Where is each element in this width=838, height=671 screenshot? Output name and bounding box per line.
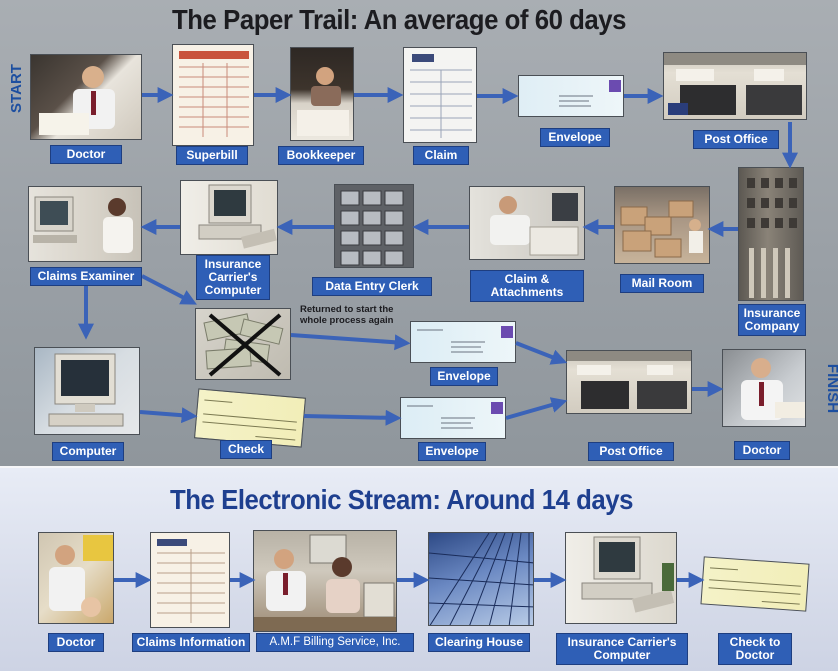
insurance-company-photo [738,167,804,301]
label-superbill: Superbill [176,146,248,165]
finish-label: FINISH [824,363,838,414]
label-computer: Computer [52,442,124,461]
label-e-doctor: Doctor [48,633,104,652]
label-doctor-finish: Doctor [734,441,790,460]
start-label: START [7,64,25,113]
envelope-photo-2 [410,321,516,363]
paper-trail-title: The Paper Trail: An average of 60 days [172,4,627,35]
label-data-entry-clerk: Data Entry Clerk [312,277,432,296]
label-claims-examiner: Claims Examiner [30,267,142,286]
label-post-office-1: Post Office [693,130,779,149]
doctor-photo [30,54,142,140]
label-mail-room: Mail Room [620,274,704,293]
label-carrier-computer: Insurance Carrier's Computer [196,255,270,300]
carrier-computer-photo [180,180,278,255]
label-e-clearing-house: Clearing House [428,633,530,652]
label-claim-attachments: Claim & Attachments [470,270,584,302]
claims-examiner-photo [28,186,142,262]
doctor-finish-photo [722,349,806,427]
e-carrier-computer-photo [565,532,677,624]
e-claims-info-photo [150,532,230,628]
envelope-photo-3 [400,397,506,439]
label-e-claims-information: Claims Information [132,633,250,652]
claim-form-photo [403,47,477,143]
amf-billing-photo [253,530,397,632]
label-insurance-company: Insurance Company [738,304,806,336]
panel-divider [0,466,838,469]
label-e-check-to-doctor: Check to Doctor [718,633,792,665]
envelope-photo-1 [518,75,624,117]
post-office-photo-2 [566,350,692,414]
label-check: Check [220,440,272,459]
post-office-photo-1 [663,52,807,120]
label-envelope-2: Envelope [430,367,498,386]
label-e-amf-billing: A.M.F Billing Service, Inc. [256,633,414,652]
label-envelope-3: Envelope [418,442,486,461]
label-bookkeeper: Bookkeeper [278,146,364,165]
money-photo [195,308,291,380]
label-post-office-2: Post Office [588,442,674,461]
return-note: Returned to start the whole process agai… [300,304,394,326]
label-e-carrier-computer: Insurance Carrier's Computer [556,633,688,665]
electronic-stream-title: The Electronic Stream: Around 14 days [170,484,634,515]
label-claim: Claim [413,146,469,165]
superbill-photo [172,44,254,146]
e-check-photo [700,556,810,612]
label-envelope-1: Envelope [540,128,610,147]
bookkeeper-photo [290,47,354,141]
keyboard-photo [334,184,414,268]
claim-attachments-photo [469,186,585,260]
check-photo-1 [194,388,306,448]
mail-room-photo [614,186,710,264]
label-doctor: Doctor [50,145,122,164]
e-doctor-photo [38,532,114,624]
computer-photo [34,347,140,435]
clearing-house-photo [428,532,534,626]
